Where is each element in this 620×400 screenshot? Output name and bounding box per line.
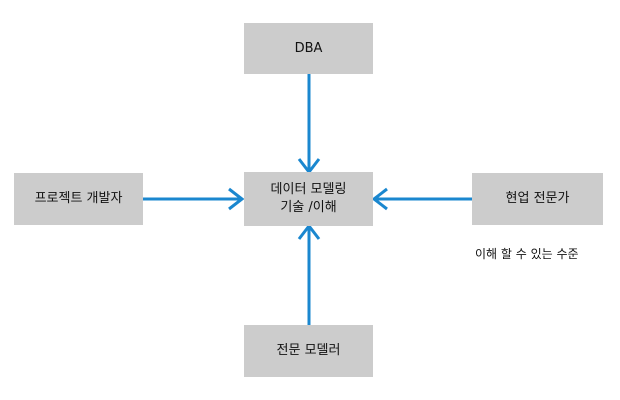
right-node-caption: 이해 할 수 있는 수준 [475, 247, 579, 261]
node-dba: DBA [244, 23, 373, 74]
node-business-expert: 현업 전문가 [472, 173, 603, 225]
node-business-expert-label: 현업 전문가 [505, 191, 570, 206]
arrow-dba-to-center [297, 74, 321, 175]
node-data-modeling-line2: 기술 /이해 [280, 200, 337, 215]
arrow-developer-to-center [143, 187, 245, 211]
node-professional-modeler-label: 전문 모델러 [276, 343, 341, 358]
arrow-modeler-to-center [297, 223, 321, 325]
node-professional-modeler: 전문 모델러 [244, 325, 373, 377]
node-data-modeling: 데이터 모델링 기술 /이해 [244, 172, 373, 226]
node-project-developer-label: 프로젝트 개발자 [34, 191, 123, 206]
node-data-modeling-line1: 데이터 모델링 [270, 182, 347, 197]
node-project-developer: 프로젝트 개발자 [14, 173, 143, 225]
node-dba-label: DBA [294, 40, 323, 56]
arrow-expert-to-center [371, 187, 472, 211]
